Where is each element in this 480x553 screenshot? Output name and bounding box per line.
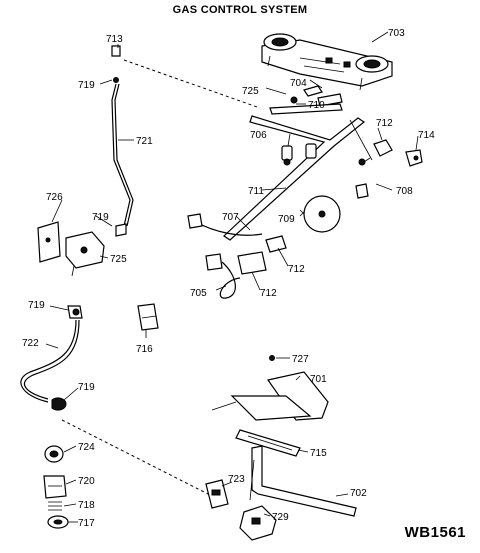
part-719-fitting-middle[interactable]	[67, 305, 83, 319]
callout-726: 726	[46, 192, 63, 203]
callout-729: 729	[272, 512, 289, 523]
part-711-manifold-pipe[interactable]	[223, 115, 373, 241]
part-708-hood[interactable]	[355, 183, 369, 199]
part-706-valve[interactable]	[281, 143, 317, 166]
callout-713: 713	[106, 34, 123, 45]
callout-720: 720	[78, 476, 95, 487]
callout-702: 702	[350, 488, 367, 499]
callout-719: 719	[78, 80, 95, 91]
callout-719: 719	[78, 382, 95, 393]
diagram-code: WB1561	[404, 524, 466, 541]
part-714-clip[interactable]	[405, 149, 423, 167]
callout-727: 727	[292, 354, 309, 365]
callout-712: 712	[376, 118, 393, 129]
callout-706: 706	[250, 130, 267, 141]
callout-714: 714	[418, 130, 435, 141]
diagram-title: GAS CONTROL SYSTEM	[172, 4, 308, 16]
callout-725: 725	[242, 86, 259, 97]
part-721-control-rod[interactable]	[111, 77, 134, 227]
callout-725: 725	[110, 254, 127, 265]
part-726-bracket[interactable]	[37, 221, 61, 263]
part-722-gas-line[interactable]	[20, 319, 80, 403]
part-712-bracket-center[interactable]	[237, 235, 287, 275]
part-705-thermostat[interactable]	[205, 253, 241, 299]
part-703-valve-assembly[interactable]	[261, 33, 393, 91]
callout-705: 705	[190, 288, 207, 299]
part-727-screw[interactable]	[269, 355, 275, 361]
callout-718: 718	[78, 500, 95, 511]
part-720-regulator[interactable]	[43, 475, 67, 499]
callout-711: 711	[248, 186, 264, 197]
part-710-pipe[interactable]	[269, 96, 343, 115]
callout-708: 708	[396, 186, 413, 197]
alignment-line	[123, 59, 261, 109]
callout-722: 722	[22, 338, 39, 349]
part-719-fitting-lower[interactable]	[51, 397, 67, 411]
part-716-retainer[interactable]	[137, 303, 159, 331]
part-729-safety-valve[interactable]	[239, 505, 277, 541]
callout-719: 719	[28, 300, 45, 311]
callout-704: 704	[290, 78, 307, 89]
callout-716: 716	[136, 344, 153, 355]
part-719-screw-upper[interactable]	[115, 223, 127, 237]
callout-719: 719	[92, 212, 109, 223]
part-713-knob-clip[interactable]	[111, 45, 121, 57]
part-718-spring[interactable]	[48, 501, 62, 511]
part-725-valve-body[interactable]	[65, 231, 105, 277]
callout-710: 710	[308, 100, 325, 111]
part-704-fitting[interactable]	[303, 85, 343, 107]
callout-701: 701	[310, 374, 327, 385]
callout-723: 723	[228, 474, 245, 485]
part-702-burner[interactable]	[249, 445, 357, 517]
callout-724: 724	[78, 442, 95, 453]
part-715-burner-tube[interactable]	[235, 429, 301, 457]
part-712-bracket-right[interactable]	[358, 139, 393, 166]
callout-709: 709	[278, 214, 295, 225]
part-707-tube[interactable]	[187, 213, 263, 236]
alignment-line	[61, 419, 213, 497]
callout-707: 707	[222, 212, 239, 223]
part-701-burner-plate[interactable]	[211, 371, 329, 421]
callout-717: 717	[78, 518, 95, 529]
callout-703: 703	[388, 28, 405, 39]
callout-712: 712	[288, 264, 305, 275]
callout-715: 715	[310, 448, 327, 459]
part-724-regulator-cap[interactable]	[44, 445, 64, 463]
callout-721: 721	[136, 136, 153, 147]
part-723-valve[interactable]	[205, 479, 229, 509]
callout-labels: 703 713 719 704 725 710 721 712 714 706 …	[22, 28, 435, 529]
leader-lines	[45, 31, 419, 523]
callout-712: 712	[260, 288, 277, 299]
part-709-orifice[interactable]	[299, 195, 341, 233]
part-717-base-nut[interactable]	[47, 515, 69, 529]
